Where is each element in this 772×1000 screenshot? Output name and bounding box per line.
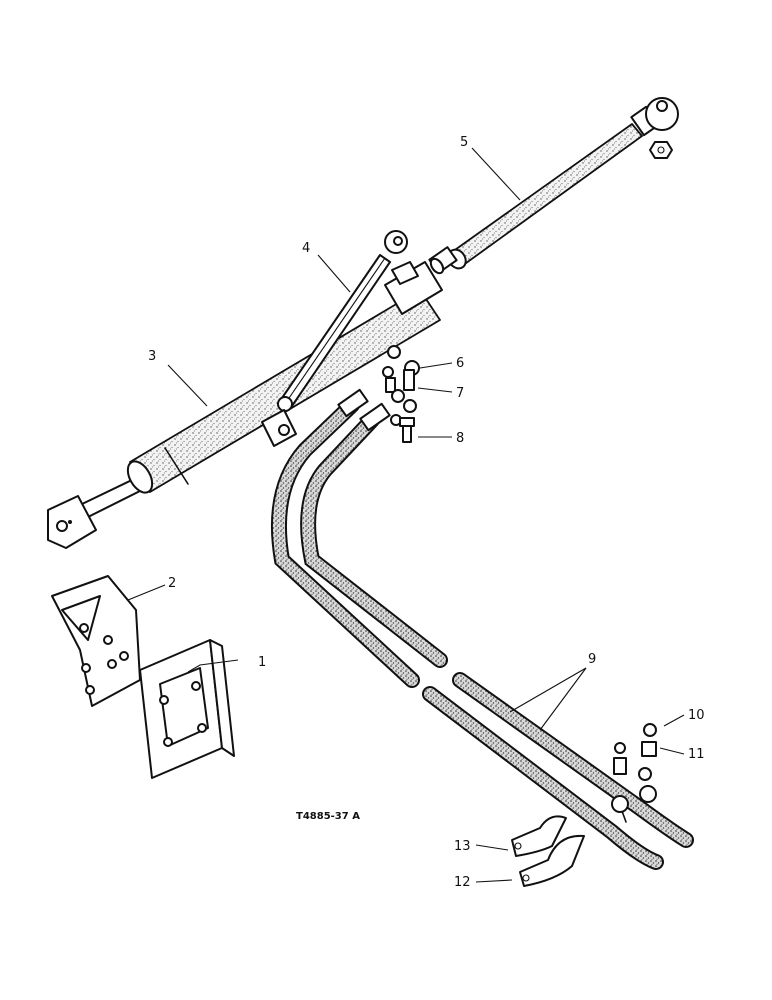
leader-lines: [127, 147, 685, 883]
callout-1: 1: [258, 655, 266, 670]
callout-11: 11: [688, 747, 705, 762]
spacer-block-part-1: [139, 639, 235, 779]
callout-3: 3: [148, 349, 156, 364]
callout-2: 2: [168, 576, 176, 591]
callout-5: 5: [460, 135, 468, 150]
mounting-bracket-part-2: [51, 575, 141, 707]
callout-12: 12: [454, 875, 471, 890]
fittings-parts-10-11: [613, 723, 657, 781]
callout-10: 10: [688, 708, 705, 723]
tie-rod-part-5: [428, 97, 679, 275]
callout-8: 8: [456, 431, 464, 446]
drawing-reference: T4885-37 A: [296, 811, 360, 822]
callout-6: 6: [456, 356, 464, 371]
callout-4: 4: [302, 241, 310, 256]
callout-13: 13: [454, 839, 471, 854]
callout-9: 9: [588, 652, 596, 667]
hose-clips-parts-12-13: [511, 815, 585, 887]
hoses-part-9: [270, 388, 694, 870]
brace-rod-part-4: [261, 230, 408, 447]
callout-7: 7: [456, 386, 464, 401]
fittings-parts-6-7-8: [382, 345, 420, 443]
